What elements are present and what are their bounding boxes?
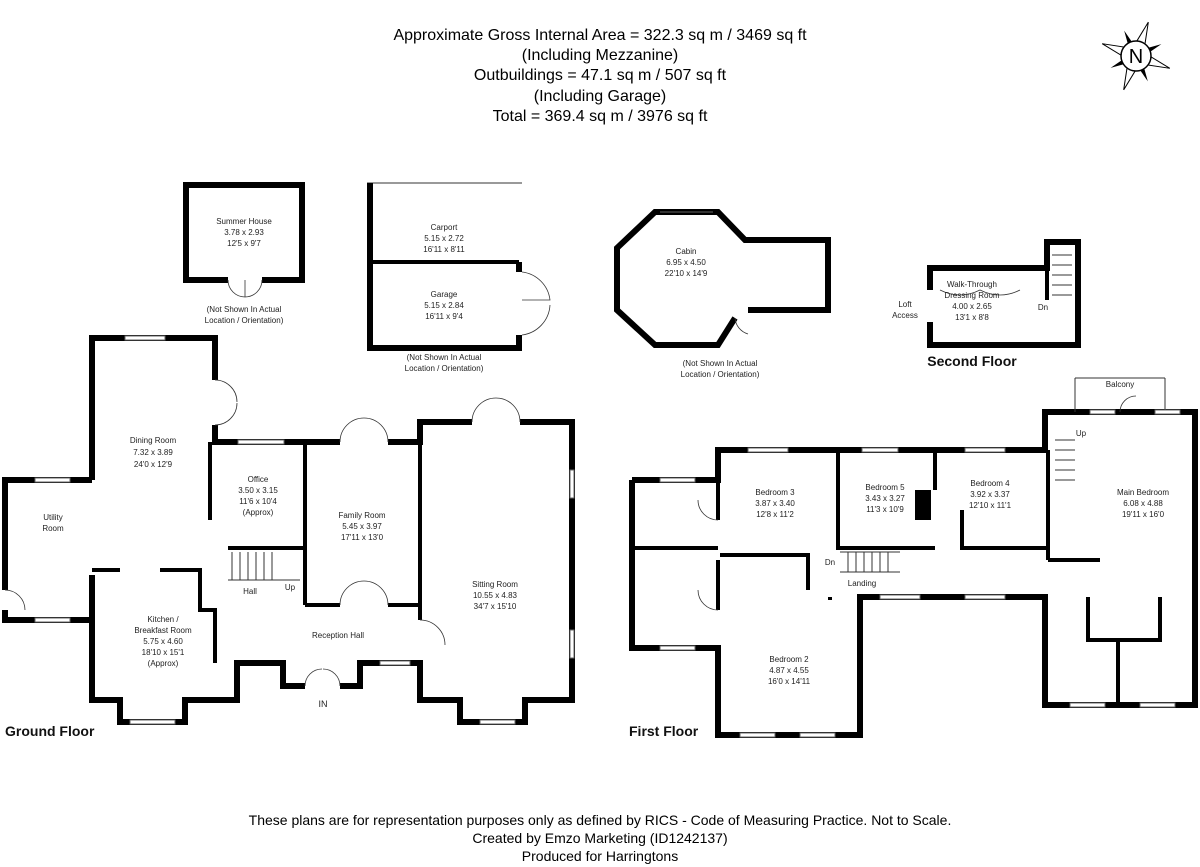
garage-imperial: 16'11 x 9'4 — [425, 312, 463, 321]
landing-label: Landing — [848, 579, 876, 588]
dressing-room-imperial: 13'1 x 8'8 — [955, 313, 989, 322]
carport-metric: 5.15 x 2.72 — [424, 234, 464, 243]
loft-access-label-1: Loft — [898, 300, 912, 309]
summer-house-imperial: 12'5 x 9'7 — [227, 239, 261, 248]
sitting-room-metric: 10.55 x 4.83 — [473, 591, 518, 600]
garage-note-2: Location / Orientation) — [405, 364, 484, 373]
bedroom-5-name: Bedroom 5 — [865, 483, 905, 492]
bedroom-3-imperial: 12'8 x 11'2 — [756, 510, 794, 519]
office-note: (Approx) — [243, 508, 274, 517]
hall-label: Hall — [243, 587, 257, 596]
kitchen-metric: 5.75 x 4.60 — [143, 637, 183, 646]
utility-room-name-2: Room — [42, 524, 64, 533]
garage-name: Garage — [431, 290, 458, 299]
ground-stairs-up: Up — [285, 583, 296, 592]
dressing-room-name-1: Walk-Through — [947, 280, 997, 289]
first-stairs-dn: Dn — [825, 558, 835, 567]
mezzanine-note: (Including Mezzanine) — [522, 47, 679, 64]
outbuildings-area-text: Outbuildings = 47.1 sq m / 507 sq ft — [474, 67, 727, 84]
cabin-name: Cabin — [676, 247, 697, 256]
office-metric: 3.50 x 3.15 — [238, 486, 278, 495]
disclaimer: These plans are for representation purpo… — [249, 812, 952, 864]
area-summary: Approximate Gross Internal Area = 322.3 … — [393, 27, 807, 125]
second-floor-title: Second Floor — [927, 353, 1017, 369]
main-bedroom-metric: 6.08 x 4.88 — [1123, 499, 1163, 508]
first-floor-plan: Bedroom 3 3.87 x 3.40 12'8 x 11'2 Bedroo… — [629, 377, 1198, 739]
summer-house-plan: Summer House 3.78 x 2.93 12'5 x 9'7 (Not… — [183, 182, 305, 325]
first-stairs-up: Up — [1076, 429, 1087, 438]
carport-imperial: 16'11 x 8'11 — [423, 245, 465, 254]
garage-plan: Carport 5.15 x 2.72 16'11 x 8'11 Garage … — [367, 182, 551, 373]
family-room-imperial: 17'11 x 13'0 — [341, 533, 384, 542]
balcony-label: Balcony — [1106, 380, 1134, 389]
bedroom-3-metric: 3.87 x 3.40 — [755, 499, 795, 508]
dining-room-imperial: 24'0 x 12'9 — [134, 460, 173, 469]
carport-name: Carport — [431, 223, 458, 232]
bedroom-4-imperial: 12'10 x 11'1 — [969, 501, 1012, 510]
kitchen-name-1: Kitchen / — [147, 615, 179, 624]
office-imperial: 11'6 x 10'4 — [239, 497, 277, 506]
utility-room-name-1: Utility — [43, 513, 63, 522]
main-bedroom-imperial: 19'11 x 16'0 — [1122, 510, 1165, 519]
kitchen-name-2: Breakfast Room — [134, 626, 192, 635]
total-area-text: Total = 369.4 sq m / 3976 sq ft — [493, 108, 708, 125]
second-floor-dn: Dn — [1038, 303, 1048, 312]
second-floor-plan: Walk-Through Dressing Room 4.00 x 2.65 1… — [892, 239, 1081, 369]
bedroom-2-metric: 4.87 x 4.55 — [769, 666, 809, 675]
garage-note-1: (Not Shown In Actual — [407, 353, 482, 362]
kitchen-imperial: 18'10 x 15'1 — [142, 648, 185, 657]
loft-access-label-2: Access — [892, 311, 918, 320]
north-compass-icon: N — [1101, 21, 1171, 91]
sitting-room-name: Sitting Room — [472, 580, 518, 589]
family-room-name: Family Room — [338, 511, 385, 520]
chimney-breast — [915, 490, 931, 520]
garage-note: (Including Garage) — [534, 88, 667, 105]
cabin-plan: Cabin 6.95 x 4.50 22'10 x 14'9 (Not Show… — [614, 209, 831, 379]
dining-room-metric: 7.32 x 3.89 — [133, 448, 173, 457]
family-room-metric: 5.45 x 3.97 — [342, 522, 382, 531]
gross-area-text: Approximate Gross Internal Area = 322.3 … — [393, 27, 807, 44]
reception-hall-label: Reception Hall — [312, 631, 364, 640]
bedroom-2-name: Bedroom 2 — [769, 655, 809, 664]
compass-label: N — [1129, 46, 1143, 68]
bedroom-4-metric: 3.92 x 3.37 — [970, 490, 1010, 499]
summer-house-note-2: Location / Orientation) — [205, 316, 284, 325]
summer-house-name: Summer House — [216, 217, 272, 226]
office-name: Office — [248, 475, 269, 484]
bedroom-2-imperial: 16'0 x 14'11 — [768, 677, 811, 686]
kitchen-note: (Approx) — [148, 659, 179, 668]
bedroom-4-name: Bedroom 4 — [970, 479, 1010, 488]
cabin-note-1: (Not Shown In Actual — [683, 359, 758, 368]
cabin-note-2: Location / Orientation) — [681, 370, 760, 379]
summer-house-metric: 3.78 x 2.93 — [224, 228, 264, 237]
bedroom-5-imperial: 11'3 x 10'9 — [866, 505, 904, 514]
cabin-metric: 6.95 x 4.50 — [666, 258, 706, 267]
bedroom-3-name: Bedroom 3 — [755, 488, 795, 497]
dressing-room-name-2: Dressing Room — [944, 291, 999, 300]
disclaimer-text: These plans are for representation purpo… — [249, 812, 952, 828]
ground-floor-plan: Dining Room 7.32 x 3.89 24'0 x 12'9 Offi… — [2, 335, 575, 739]
ground-floor-title: Ground Floor — [5, 723, 95, 739]
first-floor-title: First Floor — [629, 723, 699, 739]
main-bedroom-name: Main Bedroom — [1117, 488, 1169, 497]
creator-credit: Created by Emzo Marketing (ID1242137) — [472, 830, 727, 846]
dining-room-name: Dining Room — [130, 436, 177, 445]
dressing-room-metric: 4.00 x 2.65 — [952, 302, 992, 311]
agent-credit: Produced for Harringtons — [522, 848, 678, 864]
garage-metric: 5.15 x 2.84 — [424, 301, 464, 310]
summer-house-note-1: (Not Shown In Actual — [207, 305, 282, 314]
entrance-label: IN — [319, 699, 328, 709]
cabin-imperial: 22'10 x 14'9 — [665, 269, 708, 278]
bedroom-5-metric: 3.43 x 3.27 — [865, 494, 905, 503]
sitting-room-imperial: 34'7 x 15'10 — [474, 602, 517, 611]
